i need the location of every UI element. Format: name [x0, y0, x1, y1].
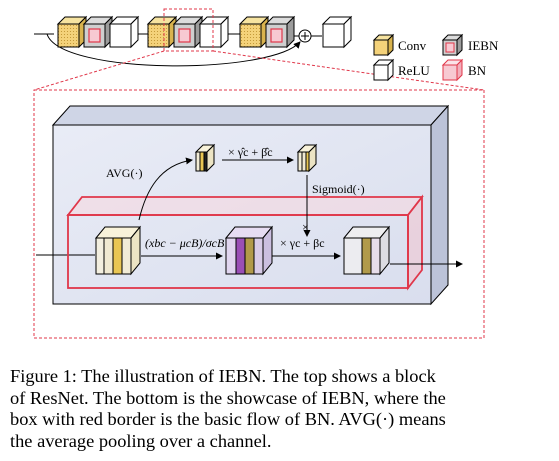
caption-line-4: the average pooling over a channel. — [10, 430, 272, 451]
legend-conv-label: Conv — [398, 38, 427, 53]
legend-iebn-icon — [441, 33, 464, 57]
affine-label: × γc + βc — [280, 236, 325, 250]
legend — [372, 33, 464, 82]
normalized-cube — [224, 225, 274, 276]
legend-bn-icon — [441, 58, 464, 82]
relu-cube-2 — [198, 15, 230, 49]
caption-line-1: Figure 1: The illustration of IEBN. The … — [10, 366, 436, 386]
bn-box — [66, 194, 424, 291]
avg-pooled-cube — [194, 143, 216, 173]
avg-label: AVG(·) — [106, 166, 143, 180]
normalize-label: (xbc − μcB)/σcB — [145, 236, 225, 250]
conv-cube-3 — [238, 15, 270, 49]
resnet-block — [34, 15, 353, 67]
scale-shift-hat-label: × γ̂c + β̂c — [228, 145, 273, 159]
figure-caption: Figure 1: The illustration of IEBN. The … — [10, 366, 552, 452]
skip-connection-arrow — [46, 33, 301, 67]
relu-cube-output — [321, 15, 353, 49]
iebn-diagram — [33, 8, 485, 339]
output-cube — [342, 225, 391, 276]
caption-line-3: box with red border is the basic flow of… — [10, 409, 446, 429]
conv-cube-2 — [146, 15, 178, 49]
legend-relu-icon — [372, 58, 395, 82]
legend-bn-label: BN — [468, 63, 487, 78]
multiply-label: × — [302, 220, 309, 234]
relu-cube-1 — [108, 15, 140, 49]
legend-relu-label: ReLU — [398, 63, 430, 78]
caption-line-2: of ResNet. The bottom is the showcase of… — [10, 387, 446, 408]
iebn-cube-3 — [264, 15, 296, 49]
input-feature-cube — [94, 225, 142, 276]
zoom-panel — [33, 89, 485, 339]
legend-iebn-label: IEBN — [468, 38, 499, 53]
scaled-cube — [296, 143, 318, 173]
sigmoid-label: Sigmoid(·) — [312, 182, 365, 196]
avg-arrow — [138, 157, 193, 221]
iebn-cube-1 — [82, 15, 114, 49]
conv-cube-1 — [56, 15, 88, 49]
legend-conv-icon — [372, 33, 395, 57]
iebn-cube-2 — [172, 15, 204, 49]
highlight-box — [163, 8, 214, 52]
